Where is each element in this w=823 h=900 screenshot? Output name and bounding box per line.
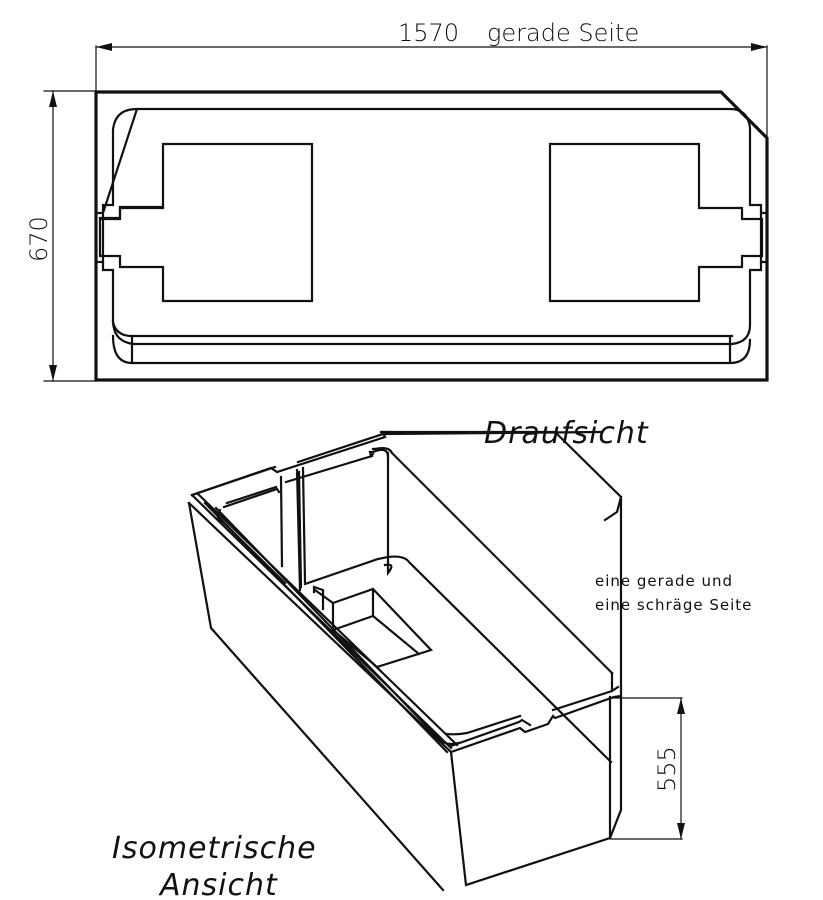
tub-outer-outline xyxy=(94,90,769,382)
arrow-up-icon xyxy=(677,698,685,714)
iso-floor xyxy=(303,555,614,764)
iso-view-title-line1: Isometrische xyxy=(112,831,317,866)
length-value: 1570 xyxy=(398,19,459,47)
front-ledge xyxy=(111,320,752,365)
note-line-2: eine schräge Seite xyxy=(595,596,752,614)
note-line-1: eine gerade und xyxy=(595,572,733,590)
isometric-view: 555 eine gerade und eine schräge Seite I… xyxy=(112,430,752,900)
iso-divider xyxy=(279,466,307,592)
iso-basin-inner-right xyxy=(371,447,614,675)
length-dimension: 1570 gerade Seite xyxy=(95,19,768,141)
iso-view-title-line2: Ansicht xyxy=(158,868,278,900)
width-value: 670 xyxy=(25,216,53,262)
width-dimension: 670 xyxy=(25,90,97,382)
arrow-right-icon xyxy=(751,43,767,51)
arrow-down-icon xyxy=(49,365,57,381)
arrow-up-icon xyxy=(49,91,57,107)
left-notch xyxy=(94,211,105,264)
iso-front-wall xyxy=(449,695,623,887)
arrow-left-icon xyxy=(96,43,112,51)
left-well xyxy=(98,142,314,303)
arrow-down-icon xyxy=(677,823,685,839)
iso-sump xyxy=(313,587,434,669)
iso-left-wall xyxy=(187,501,445,892)
height-value: 555 xyxy=(653,746,681,792)
length-label: gerade Seite xyxy=(487,19,639,47)
iso-rim-front xyxy=(449,694,623,754)
height-dimension: 555 xyxy=(609,697,685,840)
right-well xyxy=(548,142,764,303)
top-view: 1570 gerade Seite 670 Draufsicht xyxy=(25,19,769,451)
